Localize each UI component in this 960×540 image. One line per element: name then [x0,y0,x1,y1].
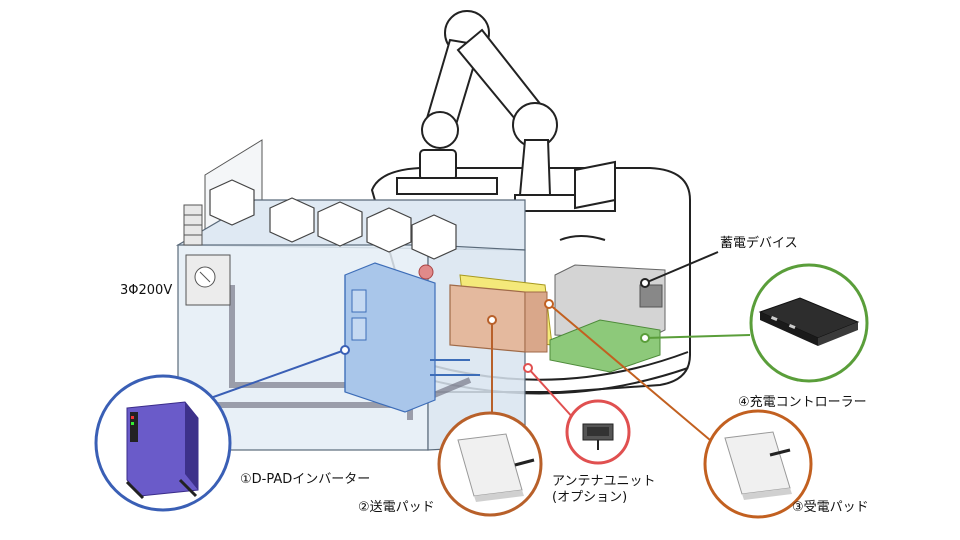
callout-receive-pad [703,409,813,519]
transmit-pad-label: ②送電パッド [358,500,435,515]
inverter-device-icon [125,401,199,500]
antenna-unit-label: アンテナユニット (オプション) [552,474,655,506]
storage-device-box [554,264,666,341]
power-input-label: 3Φ200V [120,283,173,298]
inverter-unit [344,262,436,413]
transmit-pad-icon [457,433,535,502]
callout-inverter [94,374,232,512]
controller-board-icon [758,297,860,346]
parts-boxes [209,179,457,260]
pad-assembly [449,274,553,353]
antenna-unit-label-line1: アンテナユニット [552,474,656,489]
charge-controller-label: ④充電コントローラー [738,395,867,410]
receive-pad-icon [724,431,792,500]
callout-lines [204,251,751,441]
robot-arm [396,10,616,212]
controller-board [549,319,661,373]
agv-cargo [559,160,616,241]
antenna-unit-icon [582,423,614,450]
power-breaker [185,254,231,306]
callout-charge-controller [749,263,869,383]
callout-antenna [565,399,631,465]
antenna-unit-label-line2: (オプション) [552,490,628,505]
receive-pad-label: ③受電パッド [792,500,869,515]
inverter-label: ①D-PADインバーター [240,472,371,487]
callout-transmit-pad [437,411,543,517]
storage-device-label: 蓄電デバイス [720,236,798,251]
signal-tower [183,204,203,246]
